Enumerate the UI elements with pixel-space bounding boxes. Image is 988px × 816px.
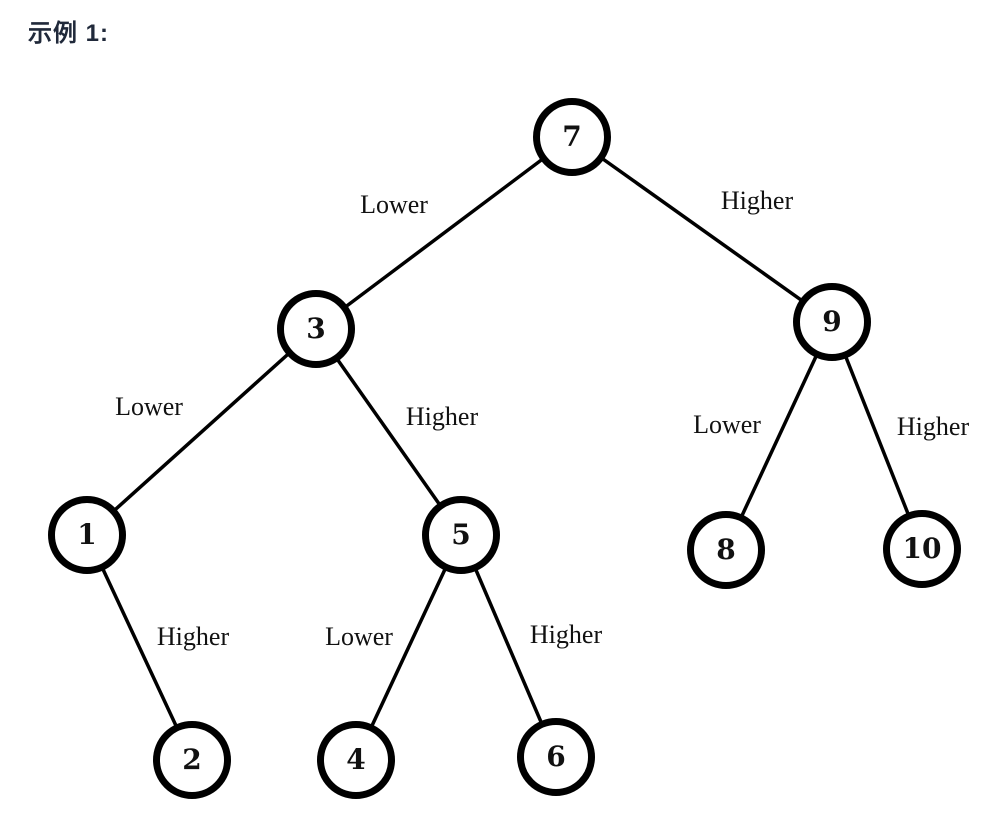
example-title: 示例 1: (28, 20, 110, 47)
tree-edge-3-5 (314, 327, 463, 537)
tree-node-value: 1 (77, 518, 97, 551)
tree-node-7: 7 (533, 98, 611, 176)
tree-node-1: 1 (48, 496, 126, 574)
tree-node-5: 5 (422, 496, 500, 574)
edge-label-lower-3-1: Lower (115, 392, 183, 421)
tree-node-value: 6 (546, 740, 566, 773)
edge-label-higher-7-9: Higher (720, 186, 794, 215)
tree-edge-3-1 (85, 327, 318, 537)
edge-label-lower-5-4: Lower (325, 622, 393, 651)
tree-node-value: 4 (346, 743, 366, 776)
tree-node-value: 7 (562, 120, 582, 153)
tree-node-value: 3 (306, 312, 326, 345)
tree-edge-1-2 (85, 534, 194, 761)
tree-node-4: 4 (317, 721, 395, 799)
edge-label-higher-3-5: Higher (405, 402, 479, 431)
tree-node-9: 9 (793, 283, 871, 361)
tree-node-8: 8 (687, 511, 765, 589)
tree-edge-5-4 (354, 534, 463, 761)
tree-node-value: 2 (182, 743, 202, 776)
edge-label-lower-9-8: Lower (693, 410, 761, 439)
tree-node-2: 2 (153, 721, 231, 799)
tree-node-value: 10 (902, 532, 942, 565)
tree-edge-7-3 (314, 135, 574, 331)
edge-label-higher-1-2: Higher (156, 622, 230, 651)
tree-node-6: 6 (517, 718, 595, 796)
tree-edge-9-8 (724, 321, 834, 551)
tree-node-10: 10 (883, 510, 961, 588)
edge-label-lower-7-3: Lower (360, 190, 428, 219)
tree-edge-7-9 (570, 135, 834, 324)
tree-edge-9-10 (830, 321, 924, 550)
edge-label-higher-9-10: Higher (896, 412, 970, 441)
edge-label-higher-5-6: Higher (529, 620, 603, 649)
tree-node-value: 5 (451, 518, 471, 551)
tree-node-value: 8 (716, 533, 736, 566)
tree-node-3: 3 (277, 290, 355, 368)
tree-node-value: 9 (822, 305, 842, 338)
